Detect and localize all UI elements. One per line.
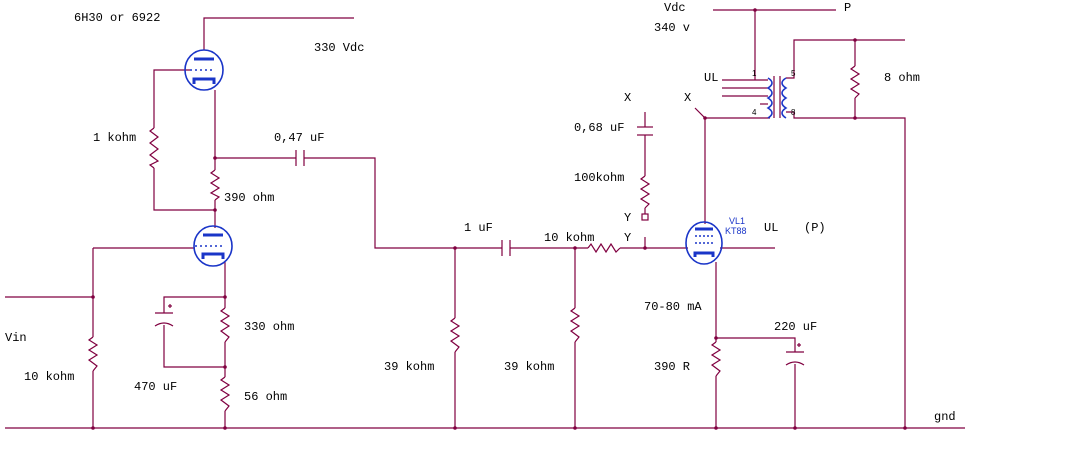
resistor-1k xyxy=(148,127,160,169)
label-r-100k: 100kohm xyxy=(574,171,624,185)
capacitor-047 xyxy=(295,150,305,166)
label-pin5: 5 xyxy=(791,69,796,78)
tube-kt88-icon xyxy=(685,221,723,265)
label-kt88: KT88 xyxy=(725,226,747,236)
label-r-39k-b: 39 kohm xyxy=(504,360,554,374)
capacitor-470-electrolytic xyxy=(154,304,174,327)
capacitors xyxy=(154,126,805,366)
label-r-1k: 1 kohm xyxy=(93,131,136,145)
label-r-8: 8 ohm xyxy=(884,71,920,85)
resistor-10k-in xyxy=(87,336,99,372)
label-v340: 340 v xyxy=(654,21,690,35)
label-ul-right: UL xyxy=(764,221,778,235)
label-r-390r: 390 R xyxy=(654,360,690,374)
label-y-2: Y xyxy=(624,231,631,245)
label-r-10k-in: 10 kohm xyxy=(24,370,74,384)
label-r-10k-grid: 10 kohm xyxy=(544,231,594,245)
label-p-top: P xyxy=(844,1,851,15)
wires xyxy=(5,9,965,429)
label-pin1: 1 xyxy=(752,69,757,78)
label-pin4: 4 xyxy=(752,108,757,117)
resistors xyxy=(87,65,861,412)
resistor-330 xyxy=(219,307,231,343)
label-y-1: Y xyxy=(624,211,631,225)
label-c-1u: 1 uF xyxy=(464,221,493,235)
y-terminal xyxy=(641,213,649,221)
resistor-390 xyxy=(209,169,221,201)
label-c-470: 470 uF xyxy=(134,380,177,394)
label-r-330: 330 ohm xyxy=(244,320,294,334)
resistor-56 xyxy=(219,376,231,412)
transformer-icon xyxy=(766,76,788,119)
capacitor-068 xyxy=(637,126,653,136)
capacitor-220-electrolytic xyxy=(785,343,805,366)
label-ul-left: UL xyxy=(704,71,718,85)
label-c-047: 0,47 uF xyxy=(274,131,324,145)
tube-1-icon xyxy=(184,49,224,91)
label-vdc-330: 330 Vdc xyxy=(314,41,364,55)
label-vdc: Vdc xyxy=(664,1,686,15)
label-p-paren: (P) xyxy=(804,221,826,235)
label-x-1: X xyxy=(624,91,631,105)
resistor-10k-grid xyxy=(587,242,621,254)
label-pin8: 8 xyxy=(791,108,796,117)
capacitor-1u xyxy=(501,240,511,256)
label-tube-type: 6H30 or 6922 xyxy=(74,11,160,25)
label-vl1: VL1 xyxy=(729,216,745,226)
label-r-56: 56 ohm xyxy=(244,390,287,404)
resistor-100k xyxy=(639,175,651,209)
label-vin: Vin xyxy=(5,331,27,345)
label-gnd: gnd xyxy=(934,410,956,424)
label-c-220: 220 uF xyxy=(774,320,817,334)
label-r-390: 390 ohm xyxy=(224,191,274,205)
resistor-39k-b xyxy=(569,307,581,343)
label-x-2: X xyxy=(684,91,691,105)
label-c-068: 0,68 uF xyxy=(574,121,624,135)
resistor-8ohm xyxy=(849,65,861,99)
labels: 6H30 or 6922 330 Vdc 1 kohm 0,47 uF 390 … xyxy=(5,1,956,424)
resistor-39k-a xyxy=(449,317,461,353)
resistor-390r xyxy=(710,341,722,377)
label-current: 70-80 mA xyxy=(644,300,702,314)
tube-2-icon xyxy=(193,225,233,267)
label-r-39k-a: 39 kohm xyxy=(384,360,434,374)
junctions xyxy=(91,8,907,430)
